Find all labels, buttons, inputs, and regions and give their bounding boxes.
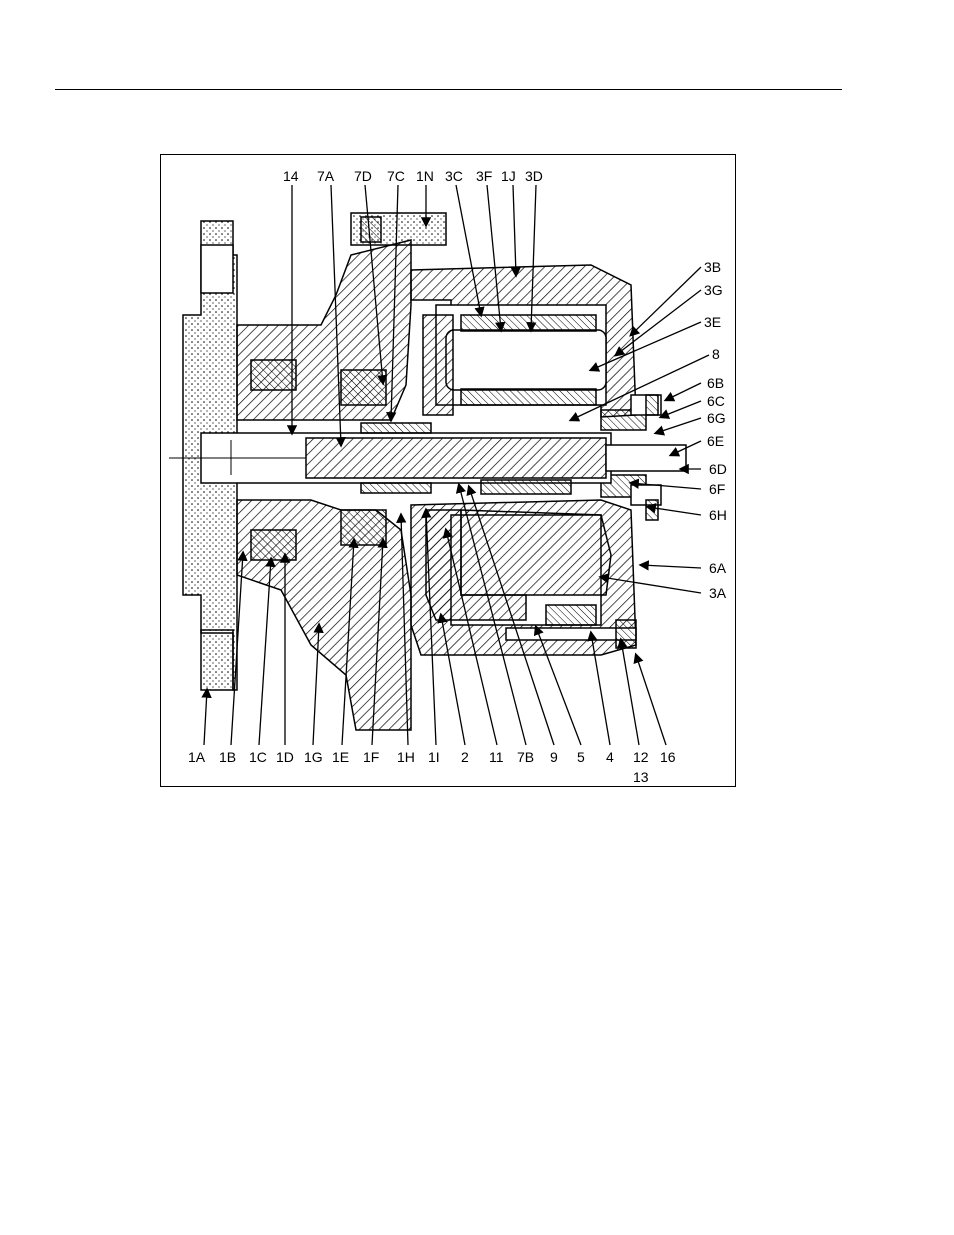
- label-6b: 6B: [707, 375, 724, 391]
- label-6g: 6G: [707, 410, 726, 426]
- label-3e: 3E: [704, 314, 721, 330]
- label-3c: 3C: [445, 168, 463, 184]
- label-3b: 3B: [704, 259, 721, 275]
- label-14: 14: [283, 168, 299, 184]
- label-6d: 6D: [709, 461, 727, 477]
- label-8: 8: [712, 346, 720, 362]
- label-11: 11: [489, 749, 504, 765]
- top-labels: 14 7A 7D 7C 1N 3C 3F 1J 3D: [283, 168, 543, 184]
- label-1f: 1F: [363, 749, 379, 765]
- label-7c: 7C: [387, 168, 405, 184]
- main-shaft: [169, 423, 686, 494]
- drive-cross-section-diagram: 14 7A 7D 7C 1N 3C 3F 1J 3D 3B 3G 3E 8 6B…: [161, 155, 735, 786]
- label-9: 9: [550, 749, 558, 765]
- label-1b: 1B: [219, 749, 236, 765]
- label-7a: 7A: [317, 168, 335, 184]
- label-5: 5: [577, 749, 585, 765]
- label-1n: 1N: [416, 168, 434, 184]
- label-1a: 1A: [188, 749, 206, 765]
- figure-frame: 14 7A 7D 7C 1N 3C 3F 1J 3D 3B 3G 3E 8 6B…: [160, 154, 736, 787]
- label-1h: 1H: [397, 749, 415, 765]
- label-6a: 6A: [709, 560, 727, 576]
- label-1e: 1E: [332, 749, 349, 765]
- label-6e: 6E: [707, 433, 724, 449]
- label-3f: 3F: [476, 168, 492, 184]
- planet-gear: [423, 315, 606, 415]
- label-4: 4: [606, 749, 614, 765]
- label-16: 16: [660, 749, 676, 765]
- right-labels: 3B 3G 3E 8 6B 6C 6G 6E 6D 6F 6H 6A 3A: [704, 259, 727, 601]
- label-2: 2: [461, 749, 469, 765]
- label-3g: 3G: [704, 282, 723, 298]
- label-7d: 7D: [354, 168, 372, 184]
- label-1g: 1G: [304, 749, 323, 765]
- label-3d: 3D: [525, 168, 543, 184]
- ring-gear: [426, 510, 611, 625]
- label-1i: 1I: [428, 749, 440, 765]
- label-6c: 6C: [707, 393, 725, 409]
- label-12: 12: [633, 749, 649, 765]
- label-3a: 3A: [709, 585, 727, 601]
- bottom-labels: 1A 1B 1C 1D 1G 1E 1F 1H 1I 2 11 7B 9 5 4…: [188, 749, 676, 785]
- label-13: 13: [633, 769, 649, 785]
- header-rule: [55, 89, 842, 90]
- label-1c: 1C: [249, 749, 267, 765]
- label-1d: 1D: [276, 749, 294, 765]
- label-1j: 1J: [501, 168, 516, 184]
- label-6f: 6F: [709, 481, 725, 497]
- label-7b: 7B: [517, 749, 534, 765]
- label-6h: 6H: [709, 507, 727, 523]
